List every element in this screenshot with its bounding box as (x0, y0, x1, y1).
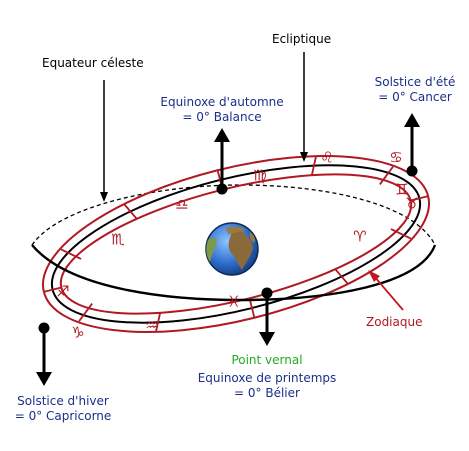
scorpio-glyph: ♏ (111, 231, 125, 249)
winter-solstice-point (38, 322, 50, 334)
gemini-glyph: ♊ (395, 181, 408, 199)
land-africa (228, 229, 253, 270)
summer-solstice-label-line2: = 0° Cancer (378, 90, 452, 104)
spring-equinox-label: Equinoxe de printemps = 0° Bélier (196, 371, 338, 401)
aquarius-glyph: ♒ (145, 317, 158, 335)
ecliptic-label: Ecliptique (272, 32, 332, 46)
arrows (36, 113, 420, 386)
ecliptic-pointer-head (300, 152, 308, 162)
celestial-equator-front (31, 244, 437, 302)
key-points (38, 165, 418, 334)
equator-pointer-head (100, 192, 108, 202)
summer-solstice-label: Solstice d'été = 0° Cancer (364, 75, 466, 105)
capricorn-glyph: ♑ (71, 324, 84, 342)
autumn-equinox-arrowhead (214, 128, 230, 142)
winter-solstice-label-line1: Solstice d'hiver (17, 394, 109, 408)
virgo-glyph: ♍ (253, 167, 266, 185)
zodiac-dividers (43, 155, 429, 333)
zodiac-glyphs: ♌ ♋ ♊ ♉ ♍ ♎ ♏ ♐ ♑ ♒ ♓ ♈ (56, 149, 418, 342)
cancer-glyph: ♋ (389, 149, 402, 167)
vernal-point-label: Point vernal (231, 353, 303, 367)
autumn-equinox-point (216, 183, 228, 195)
autumn-equinox-label-line1: Equinoxe d'automne (160, 95, 284, 109)
summer-solstice-label-line1: Solstice d'été (374, 75, 456, 89)
leo-glyph: ♌ (320, 149, 333, 167)
spring-equinox-label-line1: Equinoxe de printemps (197, 371, 337, 385)
land-arabia (249, 232, 255, 243)
land-americas (206, 237, 217, 262)
spring-equinox-label-line2: = 0° Bélier (234, 386, 300, 400)
summer-solstice-arrowhead (404, 113, 420, 127)
zodiac-pointer (368, 270, 404, 311)
spring-equinox-arrowhead (259, 332, 275, 346)
land-europe (226, 226, 246, 234)
taurus-glyph: ♉ (405, 195, 418, 213)
spring-equinox-point (261, 287, 273, 299)
sagittarius-glyph: ♐ (56, 283, 69, 301)
pisces-glyph: ♓ (227, 293, 240, 311)
earth-globe (205, 222, 259, 276)
autumn-equinox-label-line2: = 0° Balance (182, 110, 262, 124)
winter-solstice-label: Solstice d'hiver = 0° Capricorne (0, 394, 126, 424)
winter-solstice-arrowhead (36, 372, 52, 386)
aries-glyph: ♈ (353, 228, 366, 246)
summer-solstice-point (406, 165, 418, 177)
libra-glyph: ♎ (175, 196, 188, 214)
winter-solstice-label-line2: = 0° Capricorne (14, 409, 112, 423)
celestial-equator-label: Equateur céleste (42, 56, 144, 70)
autumn-equinox-label: Equinoxe d'automne = 0° Balance (150, 95, 294, 125)
zodiac-label: Zodiaque (366, 315, 423, 329)
pointer-lines (100, 52, 308, 202)
